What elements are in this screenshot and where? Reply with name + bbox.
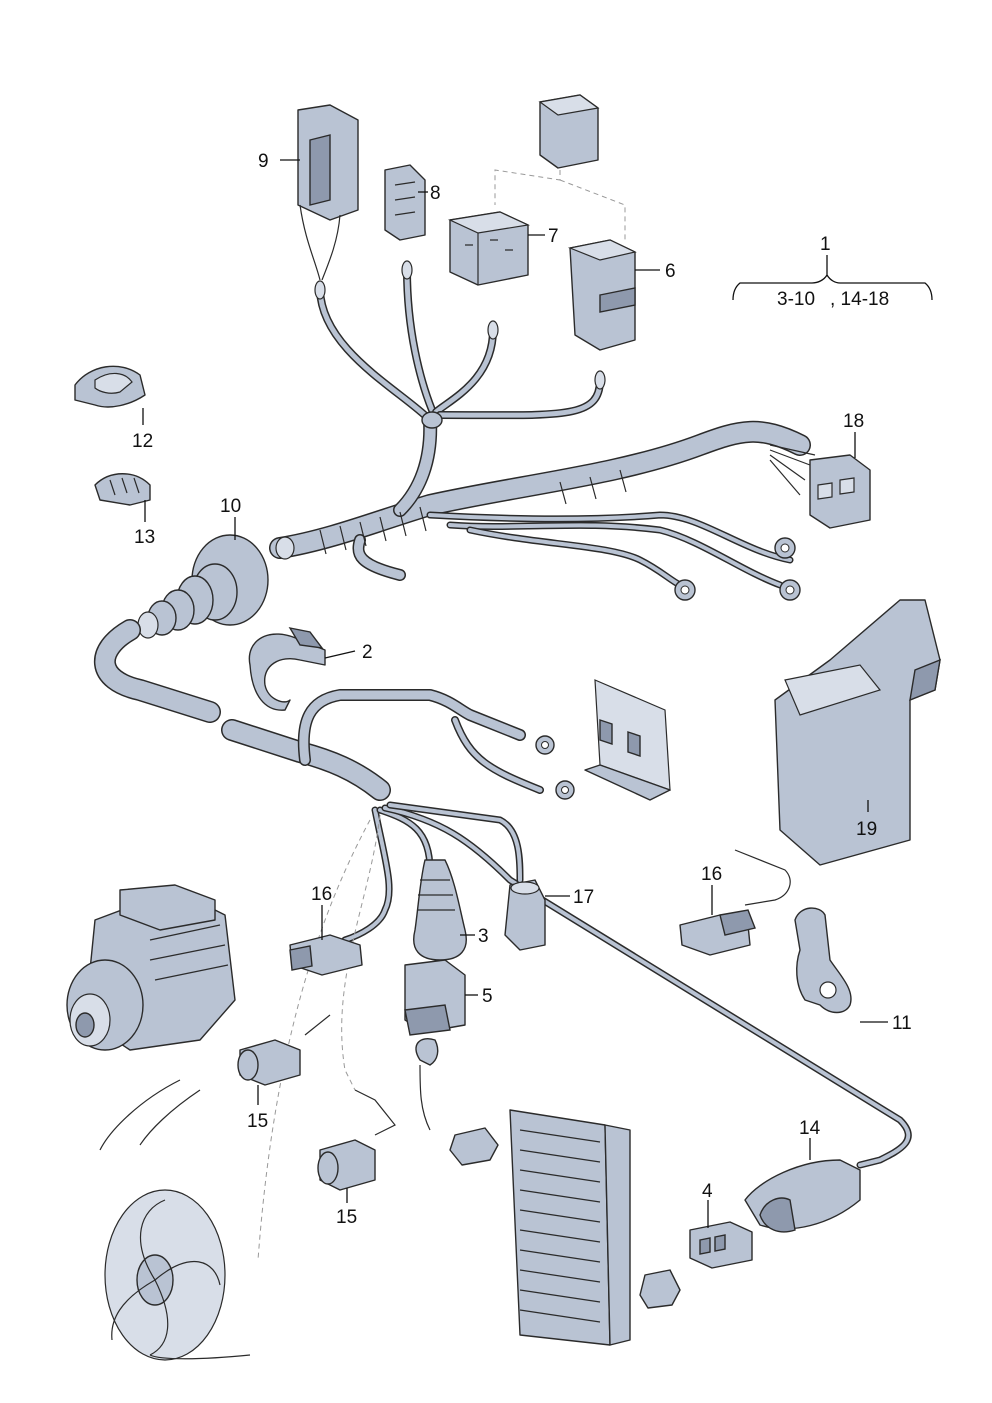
label-1: 1 bbox=[820, 234, 831, 255]
connector-8 bbox=[384, 164, 426, 241]
label-16-left: 16 bbox=[311, 884, 332, 905]
radiator-fan bbox=[104, 1189, 251, 1361]
label-1-range-2: , 14-18 bbox=[830, 289, 889, 310]
clip-13 bbox=[94, 473, 151, 506]
label-11: 11 bbox=[892, 1013, 912, 1034]
label-12: 12 bbox=[132, 431, 153, 452]
label-10: 10 bbox=[220, 496, 241, 517]
bracket-11 bbox=[794, 907, 852, 1014]
connector-9 bbox=[297, 104, 359, 281]
cable-tie-2 bbox=[248, 627, 326, 711]
switch-17 bbox=[504, 879, 546, 951]
ac-compressor bbox=[66, 884, 236, 1051]
pressure-switch bbox=[415, 1038, 499, 1166]
boot-3 bbox=[413, 859, 467, 961]
part-labels: 9 8 7 6 1 3-10 , 14-18 18 12 13 10 2 19 … bbox=[132, 151, 912, 1228]
label-1-range: 3-10 bbox=[777, 289, 815, 310]
clip-12 bbox=[74, 365, 146, 408]
cover-19 bbox=[774, 599, 941, 866]
label-17: 17 bbox=[573, 887, 594, 908]
label-7: 7 bbox=[548, 226, 559, 247]
connector-6 bbox=[567, 239, 637, 351]
label-4: 4 bbox=[702, 1181, 713, 1202]
connector-14 bbox=[744, 1159, 861, 1233]
label-16-right: 16 bbox=[701, 864, 722, 885]
label-15-upper: 15 bbox=[247, 1111, 268, 1132]
label-15-lower: 15 bbox=[336, 1207, 357, 1228]
label-9: 9 bbox=[258, 151, 269, 172]
sensor-15-upper bbox=[99, 1014, 331, 1151]
label-8: 8 bbox=[430, 183, 441, 204]
label-19: 19 bbox=[856, 819, 877, 840]
leader-lines bbox=[142, 159, 933, 1228]
radiator bbox=[509, 1109, 631, 1346]
connector-7 bbox=[447, 211, 531, 286]
label-6: 6 bbox=[665, 261, 676, 282]
connector-5 bbox=[404, 959, 466, 1036]
relay-bracket bbox=[584, 679, 671, 801]
main-harness bbox=[269, 260, 811, 589]
grommet-10 bbox=[137, 534, 269, 639]
connector-16-right bbox=[679, 849, 791, 956]
sensor-15-lower bbox=[317, 1089, 396, 1191]
label-18: 18 bbox=[843, 411, 864, 432]
temp-sensor bbox=[639, 1269, 681, 1309]
label-5: 5 bbox=[482, 986, 493, 1007]
label-2: 2 bbox=[362, 642, 373, 663]
label-14: 14 bbox=[799, 1118, 821, 1139]
relay bbox=[494, 94, 626, 240]
label-3: 3 bbox=[478, 926, 489, 947]
label-13: 13 bbox=[134, 527, 155, 548]
lower-harness bbox=[93, 619, 912, 1261]
connector-18 bbox=[769, 444, 871, 529]
connector-16-left bbox=[289, 934, 363, 976]
connector-4 bbox=[689, 1221, 753, 1269]
ring-terminals bbox=[535, 537, 801, 800]
